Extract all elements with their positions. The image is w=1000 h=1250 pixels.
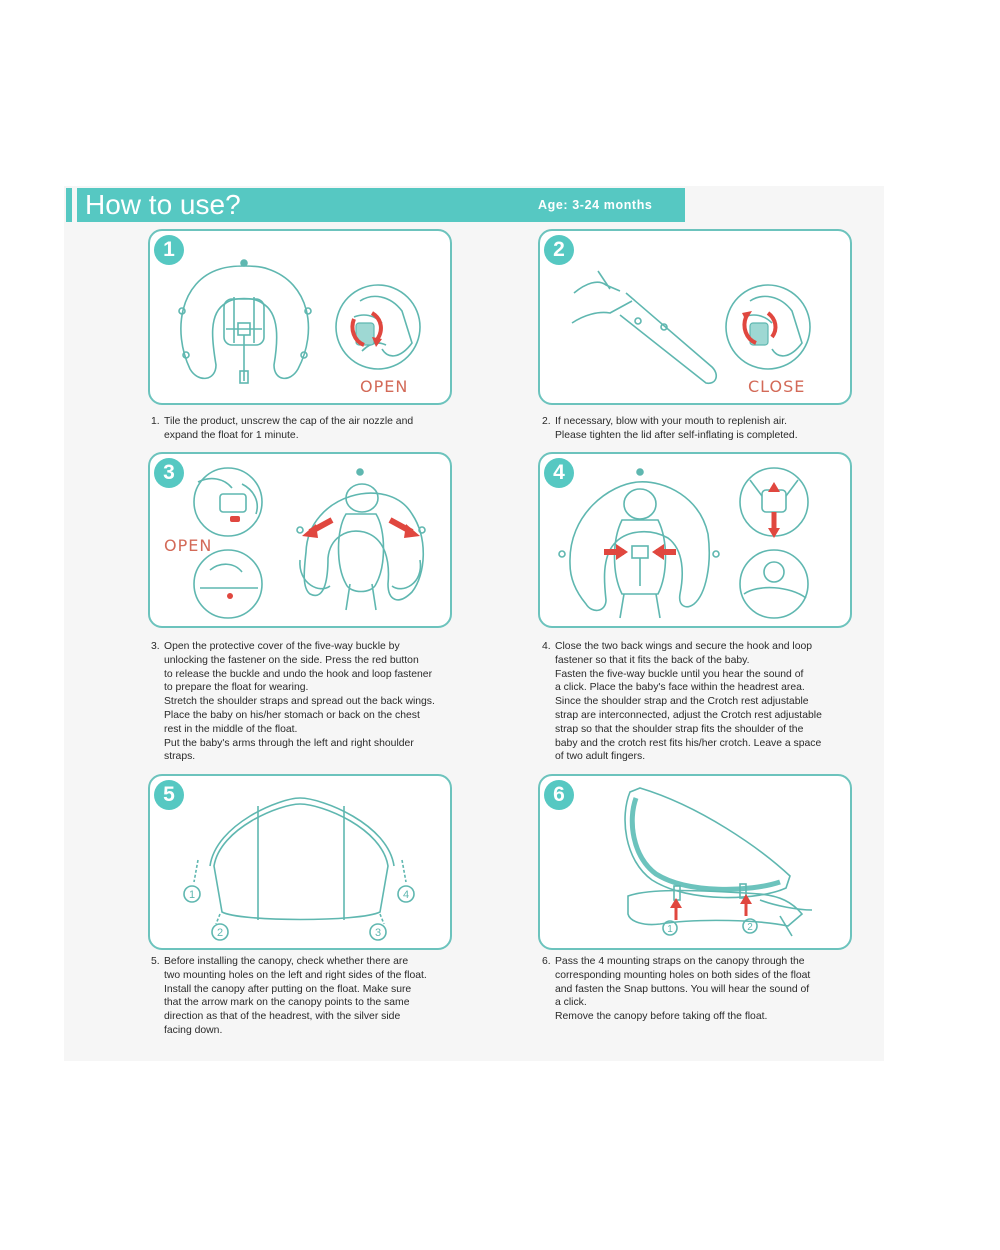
step-3-badge: 3 bbox=[154, 458, 184, 488]
step-6-illustration: 1 2 bbox=[624, 787, 813, 937]
step-3-open-label: OPEN bbox=[164, 536, 213, 555]
marker-2: 2 bbox=[217, 927, 223, 939]
step-3-illustration bbox=[193, 467, 426, 619]
step-4-text: 4.Close the two back wings and secure th… bbox=[542, 641, 822, 763]
step-2-panel: 2 CLOSE bbox=[538, 229, 852, 405]
step-3-panel: 3 OPEN bbox=[148, 452, 452, 628]
step-5-text: 5.Before installing the canopy, check wh… bbox=[151, 956, 427, 1036]
step-2-close-label: CLOSE bbox=[748, 377, 806, 396]
step-2-badge: 2 bbox=[544, 235, 574, 265]
step-2-text: 2.If necessary, blow with your mouth to … bbox=[542, 416, 798, 441]
marker-3: 3 bbox=[375, 927, 381, 939]
step-5-illustration: 1 2 3 4 bbox=[183, 797, 415, 941]
step-6-panel: 6 1 2 bbox=[538, 774, 852, 950]
age-range: Age: 3-24 months bbox=[538, 198, 653, 212]
step-2-illustration bbox=[571, 270, 811, 385]
step-4-panel: 4 bbox=[538, 452, 852, 628]
strap-marker-1: 1 bbox=[667, 924, 673, 935]
step-1-badge: 1 bbox=[154, 235, 184, 265]
marker-1: 1 bbox=[189, 889, 195, 901]
header-accent-bar bbox=[66, 188, 72, 222]
page-title: How to use? bbox=[85, 189, 241, 220]
step-1-panel: 1 OPEN bbox=[148, 229, 452, 405]
step-6-badge: 6 bbox=[544, 780, 574, 810]
step-3-text: 3.Open the protective cover of the five-… bbox=[151, 641, 435, 763]
step-1-illustration bbox=[178, 259, 421, 384]
step-6-text: 6.Pass the 4 mounting straps on the cano… bbox=[542, 956, 811, 1023]
strap-marker-2: 2 bbox=[747, 922, 753, 933]
step-1-open-label: OPEN bbox=[360, 377, 409, 396]
step-5-badge: 5 bbox=[154, 780, 184, 810]
step-5-panel: 5 1 2 3 4 bbox=[148, 774, 452, 950]
header-bar bbox=[77, 188, 685, 222]
step-1-text: 1.Tile the product, unscrew the cap of t… bbox=[151, 416, 414, 441]
step-4-illustration bbox=[558, 467, 809, 619]
step-4-badge: 4 bbox=[544, 458, 574, 488]
marker-4: 4 bbox=[403, 889, 409, 901]
